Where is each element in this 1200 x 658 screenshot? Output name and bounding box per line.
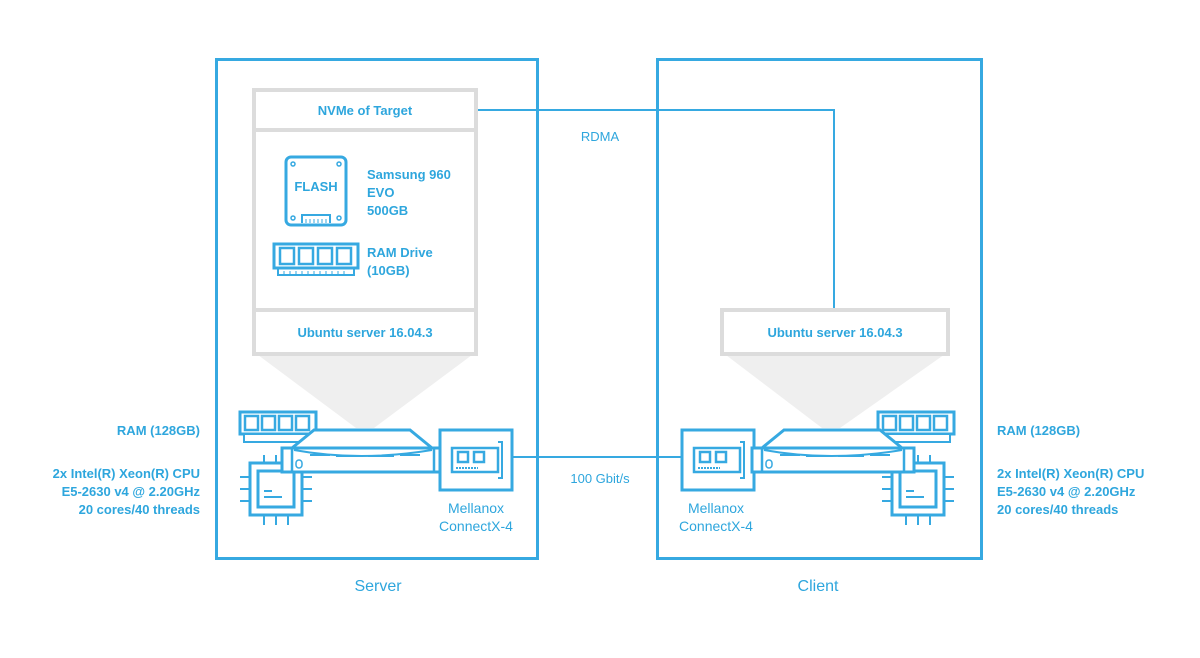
client-cpu-label-3: 20 cores/40 threads [997,502,1119,517]
server-os-label: Ubuntu server 16.04.3 [297,325,433,340]
client-os-label: Ubuntu server 16.04.3 [767,325,903,340]
nvme-divider-top [256,128,474,132]
client-chassis-icon [750,428,916,474]
server-cpu-icon [240,455,312,525]
server-nic-label-2: ConnectX-4 [439,518,513,534]
server-chassis-icon [280,428,446,474]
server-nic-icon [438,428,514,492]
flash-drive-label-1: Samsung 960 [367,167,451,182]
nvme-target-title: NVMe of Target [317,103,413,118]
flash-drive-icon [284,155,348,227]
flash-drive-label-2: EVO [367,185,395,200]
rdma-link-line [477,109,835,308]
client-ram-label: RAM (128GB) [997,423,1081,438]
client-os-box [720,308,950,356]
client-nic-label-1: Mellanox [687,500,745,516]
nvme-divider-bottom [256,308,474,312]
server-ram-icon [238,410,318,443]
client-nic-label-2: ConnectX-4 [679,518,753,534]
server-cpu-label-1: 2x Intel(R) Xeon(R) CPU [52,466,200,481]
rdma-label: RDMA [580,129,620,144]
flash-icon-text: FLASH [294,179,338,194]
client-funnel [722,352,948,428]
ram-drive-label-2: (10GB) [367,263,410,278]
server-frame [215,58,539,560]
server-caption: Server [354,578,402,595]
server-ram-label: RAM (128GB) [116,423,200,438]
client-cpu-label-1: 2x Intel(R) Xeon(R) CPU [997,466,1145,481]
flash-drive-label-3: 500GB [367,203,409,218]
network-speed-label: 100 Gbit/s [570,471,630,486]
client-frame [656,58,983,560]
client-cpu-label-2: E5-2630 v4 @ 2.20GHz [997,484,1136,499]
ram-drive-label-1: RAM Drive [367,245,433,260]
server-cpu-label-2: E5-2630 v4 @ 2.20GHz [61,484,200,499]
server-nic-label-1: Mellanox [447,500,505,516]
ram-stick-icon [272,242,360,276]
client-caption: Client [797,578,839,595]
client-nic-icon [680,428,756,492]
server-funnel [254,352,476,428]
server-cpu-label-3: 20 cores/40 threads [78,502,200,517]
